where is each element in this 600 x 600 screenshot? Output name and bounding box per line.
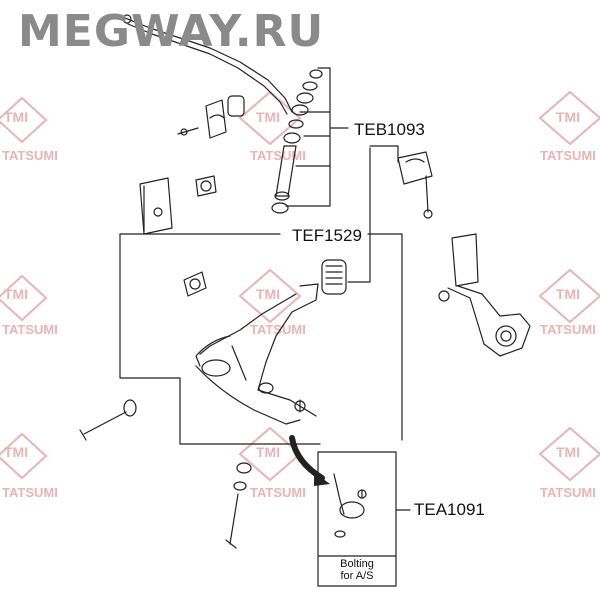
steering-knuckle: [438, 233, 531, 357]
watermark-column-right: [538, 90, 600, 482]
inset-note-line2: for A/S: [340, 570, 374, 582]
part-label-teb1093: TEB1093: [352, 120, 427, 140]
watermark-name-text: TATSUMI: [250, 485, 306, 500]
watermark-name-text: TATSUMI: [540, 148, 596, 163]
watermark-logo-text: TMI: [556, 444, 580, 460]
brand-logo: MEGWAY.RU: [18, 6, 325, 57]
vertical-bolt: [225, 462, 252, 549]
watermark-logo-text: TMI: [256, 286, 280, 302]
stabilizer-bushing: [205, 95, 245, 139]
watermark-logo-text: TMI: [256, 444, 280, 460]
frame-box-main: [119, 233, 403, 445]
front-bolt: [79, 399, 137, 441]
inset-note-line1: Bolting: [340, 558, 374, 570]
watermark-logo-text: TMI: [4, 286, 28, 302]
watermark-name-text: TATSUMI: [2, 485, 58, 500]
watermark-name-text: TATSUMI: [250, 322, 306, 337]
watermark-name-text: TATSUMI: [2, 148, 58, 163]
watermark-logo-text: TMI: [256, 109, 280, 125]
leader-tef1529: [347, 147, 371, 283]
arrow-to-inset: [289, 435, 330, 486]
watermark-logo-text: TMI: [4, 444, 28, 460]
stabilizer-link-stack: [271, 69, 323, 214]
part-label-tea1091: TEA1091: [412, 500, 487, 520]
watermark-name-text: TATSUMI: [540, 322, 596, 337]
inset-frame: [317, 451, 411, 587]
watermark-name-text: TATSUMI: [540, 485, 596, 500]
watermark-name-text: TATSUMI: [250, 148, 306, 163]
left-bracket: [139, 177, 173, 235]
inset-note: Bolting for A/S: [320, 558, 394, 582]
lower-control-arm: [195, 283, 319, 425]
ball-joint: [294, 399, 306, 413]
stabilizer-bar: [122, 14, 293, 115]
watermark-logo-text: TMI: [556, 109, 580, 125]
watermark-name-text: TATSUMI: [2, 322, 58, 337]
bracket-nut: [195, 175, 217, 197]
inset-ball-joint: [333, 473, 367, 538]
watermark-text-group: TMI TATSUMI TMI TATSUMI TMI TATSUMI TMI …: [2, 109, 596, 500]
leader-teb1093: [285, 67, 349, 207]
small-bushing: [183, 271, 207, 297]
part-label-tef1529: TEF1529: [290, 226, 364, 246]
lower-arm-bushing: [321, 259, 347, 295]
watermark-logo-text: TMI: [556, 286, 580, 302]
watermark-column-left: [0, 96, 48, 480]
watermark-logo-text: TMI: [4, 109, 28, 125]
bracket-bolt: [177, 127, 199, 136]
right-bracket: [369, 145, 433, 219]
